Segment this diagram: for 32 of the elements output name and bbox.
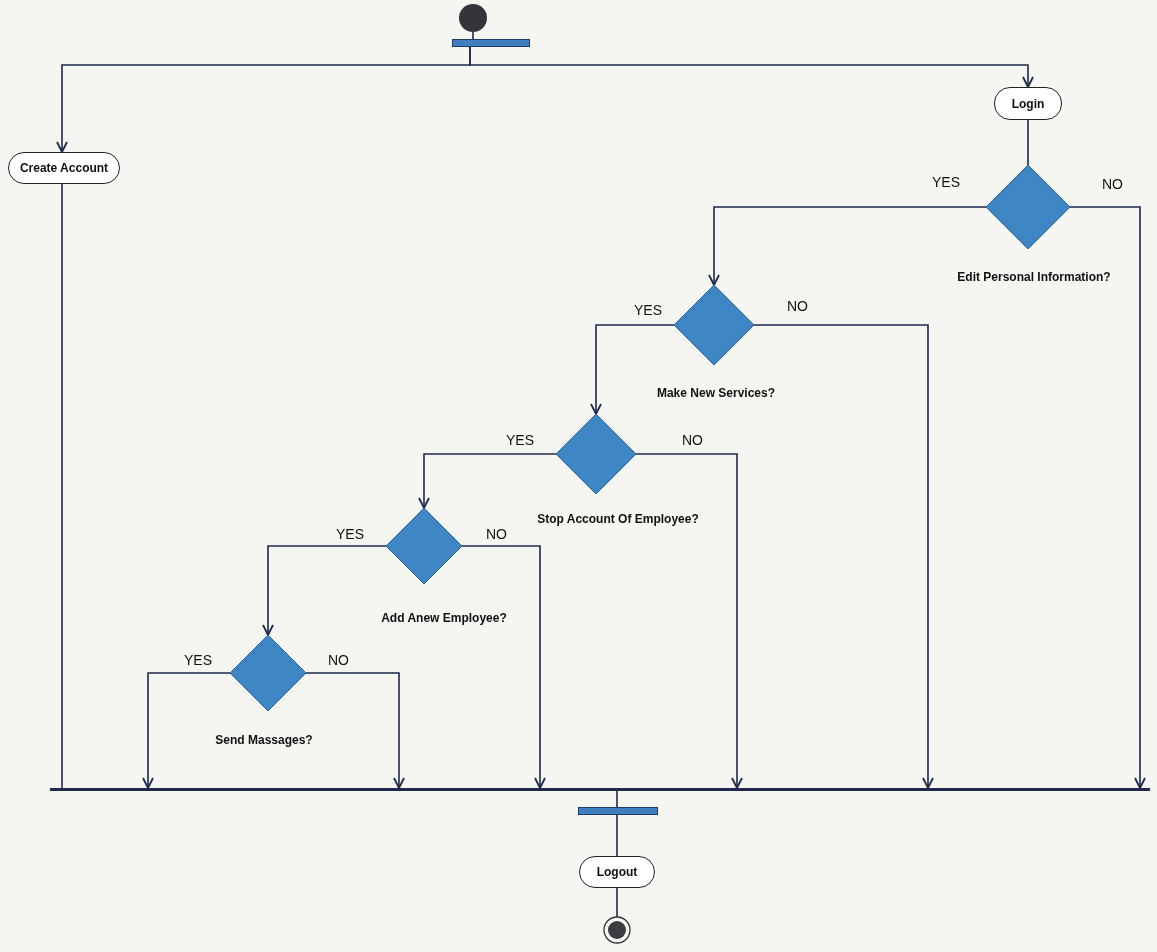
arrow	[590, 324, 675, 415]
action-box: Create Account	[8, 152, 120, 184]
fork-bar	[452, 39, 530, 47]
join-bar	[578, 807, 658, 815]
decision-label: Stop Account Of Employee?	[536, 512, 700, 526]
action-box: Logout	[579, 856, 655, 888]
edge-label: YES	[504, 432, 536, 448]
arrow	[142, 672, 231, 789]
edge-label: YES	[930, 174, 962, 190]
decision-label: Edit Personal Information?	[956, 270, 1112, 284]
edge-label: YES	[334, 526, 366, 542]
arrow	[461, 545, 546, 789]
decision-label: Add Anew Employee?	[380, 611, 508, 625]
arrow	[708, 206, 987, 286]
arrow	[635, 453, 743, 789]
edge-label: YES	[632, 302, 664, 318]
decision-label: Send Massages?	[214, 733, 314, 747]
arrow	[418, 453, 557, 509]
decision-label: Make New Services?	[655, 386, 777, 400]
arrow	[469, 46, 1034, 88]
edge-label: NO	[680, 432, 705, 448]
arrow	[305, 672, 405, 789]
edge-label: NO	[484, 526, 509, 542]
edge-label: NO	[326, 652, 351, 668]
edge-label: NO	[1100, 176, 1125, 192]
action-box: Login	[994, 87, 1062, 120]
arrow	[1069, 206, 1146, 789]
arrow	[262, 545, 387, 636]
edge-label: YES	[182, 652, 214, 668]
arrow	[753, 324, 934, 789]
edge-label: NO	[785, 298, 810, 314]
merge-line	[50, 788, 1150, 791]
